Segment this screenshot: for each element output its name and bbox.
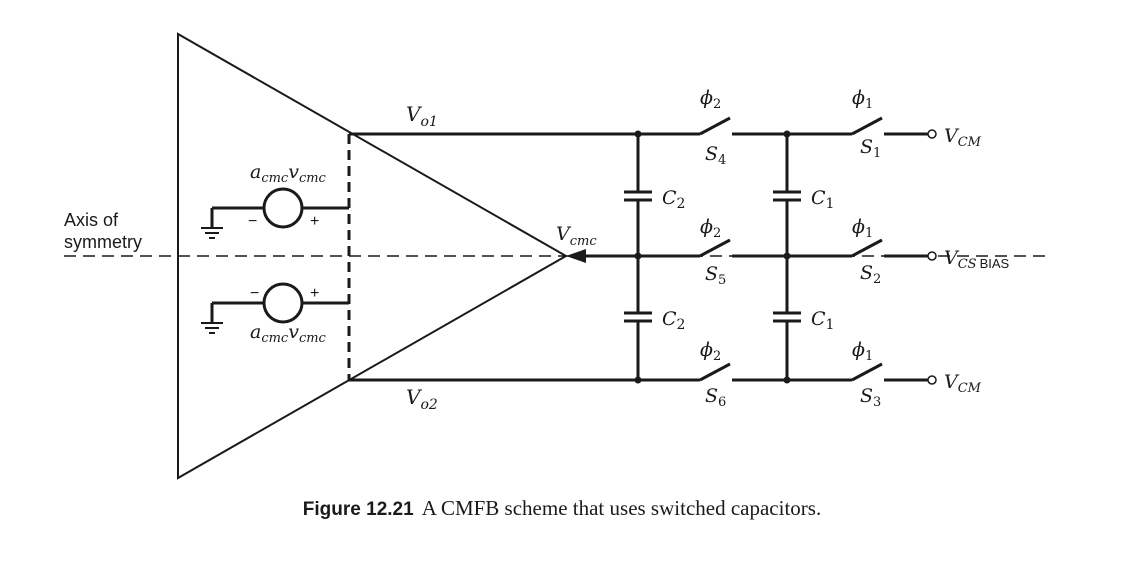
source-top-minus: −: [248, 213, 257, 230]
s6-label: S6: [705, 385, 726, 410]
switch-s4-icon: [699, 116, 731, 136]
vo2-label: Vo2: [406, 385, 438, 413]
vcm-top-label: VCM: [944, 125, 982, 150]
vcm-bottom-label: VCM: [944, 371, 982, 396]
c2-bottom-label: C2: [662, 308, 685, 333]
switch-s1-icon: [851, 116, 883, 136]
phi2-label-mid: ϕ2: [700, 216, 721, 241]
source-top-plus: +: [310, 213, 319, 230]
switch-s2-icon: [851, 238, 883, 258]
terminal-vcm-bottom-icon: [927, 375, 937, 385]
s4-label: S4: [705, 143, 726, 168]
s2-label: S2: [860, 262, 881, 287]
phi2-label-bottom: ϕ2: [700, 339, 721, 364]
s1-label: S1: [860, 136, 881, 161]
node-dot: [634, 376, 642, 384]
cmfb-schematic: Axis of symmetry Vo1 Vo2 − + acmcvcmc − …: [64, 32, 1045, 480]
source-bottom-plus: +: [310, 285, 319, 302]
vcmc-label: Vcmc: [556, 223, 597, 249]
axis-label-line1: Axis of: [64, 210, 119, 230]
figure-number: Figure 12.21: [302, 499, 414, 520]
node-dot: [634, 252, 642, 260]
vcmc-arrow-icon: [566, 249, 586, 263]
c1-top-label: C1: [811, 187, 834, 212]
phi1-label-mid: ϕ1: [852, 216, 873, 241]
source-bottom-gain-label: acmcvcmc: [250, 321, 327, 346]
terminal-vcm-top-icon: [927, 129, 937, 139]
node-dot: [783, 252, 791, 260]
switch-s5-icon: [699, 238, 731, 258]
node-dot: [634, 130, 642, 138]
figure-caption: Figure 12.21 A CMFB scheme that uses swit…: [0, 496, 1124, 521]
c2-top-label: C2: [662, 187, 685, 212]
c1-bottom-label: C1: [811, 308, 834, 333]
phi1-label-top: ϕ1: [852, 87, 873, 112]
phi2-label-top: ϕ2: [700, 87, 721, 112]
node-dot: [783, 376, 791, 384]
switch-s3-icon: [851, 362, 883, 382]
switch-s6-icon: [699, 362, 731, 382]
source-top-gain-label: acmcvcmc: [250, 161, 327, 186]
source-bottom-minus: −: [250, 285, 259, 302]
vo1-label: Vo1: [406, 102, 438, 130]
phi1-label-bottom: ϕ1: [852, 339, 873, 364]
axis-label-line2: symmetry: [64, 232, 142, 252]
figure-caption-text: A CMFB scheme that uses switched capacit…: [421, 496, 822, 520]
node-dot: [783, 130, 791, 138]
s5-label: S5: [705, 263, 726, 288]
voltage-source-top-icon: [262, 187, 304, 229]
voltage-source-bottom-icon: [262, 282, 304, 324]
s3-label: S3: [860, 385, 881, 410]
terminal-vcs-bias-icon: [927, 251, 937, 261]
